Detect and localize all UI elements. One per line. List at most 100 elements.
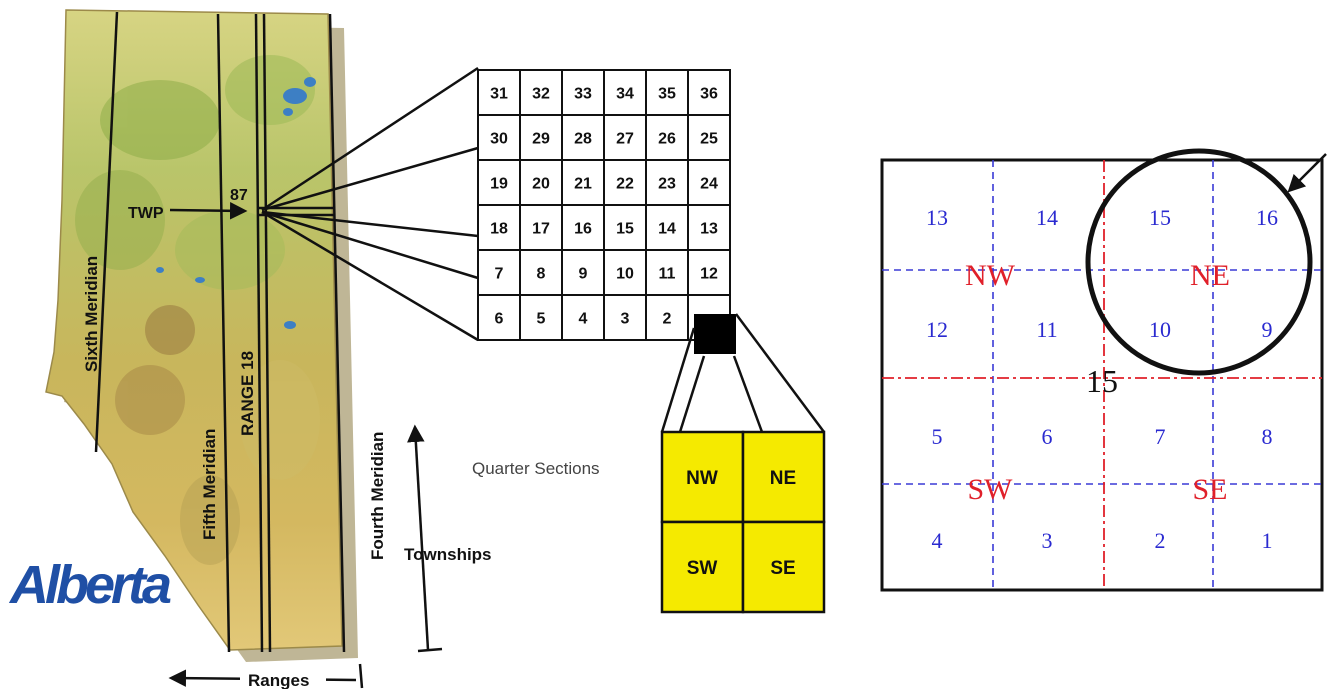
- township-section-cell: [519, 159, 563, 206]
- quarter-ne: [741, 430, 826, 524]
- quarter-ne-detail: NE: [1190, 259, 1230, 292]
- township-section-number: 13: [700, 221, 718, 238]
- lsd-number: 5: [932, 424, 943, 449]
- lsd-number: 16: [1256, 205, 1278, 230]
- fifth-meridian-label: Fifth Meridian: [200, 429, 219, 540]
- quarter-nw: [660, 430, 745, 524]
- township-section-number: 11: [659, 266, 676, 283]
- quarter-se: [741, 520, 826, 614]
- township-section-cell: [561, 204, 605, 251]
- sixth-meridian-line: [94, 11, 119, 453]
- quarter-ne-label: NE: [770, 468, 796, 489]
- township-section-cell: [477, 249, 521, 296]
- quarter-nw-detail: NW: [965, 259, 1016, 292]
- lsd-number: 6: [1042, 424, 1053, 449]
- township-section-number: 22: [616, 176, 634, 193]
- township-section-number: 28: [574, 131, 592, 148]
- lsd-grid-lines: [882, 160, 1322, 590]
- twp-arrow: [169, 202, 248, 220]
- township-section-number: 16: [574, 221, 592, 238]
- quarter-se-detail: SE: [1192, 473, 1227, 506]
- township-section-number: 30: [490, 131, 508, 148]
- township-section-cell: [645, 69, 689, 116]
- township-section-cell: [687, 204, 731, 251]
- township-section-cell: [519, 249, 563, 296]
- lsd-number: 15: [1149, 205, 1171, 230]
- twp-number: 87: [230, 187, 248, 204]
- township-section-cell: [519, 204, 563, 251]
- township-section-cell: [603, 159, 647, 206]
- township-section-number: 21: [574, 176, 592, 193]
- lakes: [156, 77, 316, 329]
- section-detail-frame: [880, 158, 1324, 592]
- section-number: 15: [1086, 363, 1118, 399]
- township-section-number: 7: [495, 266, 504, 283]
- fourth-meridian-label: Fourth Meridian: [368, 432, 387, 560]
- ranges-indicator: Ranges: [168, 663, 364, 689]
- lsd-number: 3: [1042, 528, 1053, 553]
- lsd-number: 12: [926, 317, 948, 342]
- township-section-number: 10: [616, 266, 634, 283]
- township-section-cell: [603, 249, 647, 296]
- township-section-number: 23: [658, 176, 676, 193]
- ranges-arrow-base: [358, 663, 364, 689]
- township-section-number: 9: [579, 266, 588, 283]
- quarter-grid-lines: [882, 160, 1322, 590]
- township-section-number: 34: [616, 86, 634, 103]
- township-section-number: 24: [700, 176, 718, 193]
- township-section-cell: [477, 114, 521, 161]
- township-section-number: 8: [537, 266, 546, 283]
- ranges-label: Ranges: [248, 671, 309, 689]
- township-section-cell: [603, 69, 647, 116]
- lsd-number: 11: [1036, 317, 1057, 342]
- alberta-map: Sixth Meridian Fifth Meridian RANGE 18 F…: [8, 9, 387, 662]
- townships-indicator: Townships: [404, 424, 492, 653]
- township-section-number: 5: [537, 311, 546, 328]
- township-section-number: 14: [658, 221, 676, 238]
- alberta-logo: Alberta: [8, 555, 171, 615]
- township-section-number: 27: [616, 131, 634, 148]
- townships-arrow: [407, 424, 430, 651]
- township-section-cell: [477, 159, 521, 206]
- township-section-number: 3: [621, 311, 630, 328]
- township-section-number: 26: [658, 131, 676, 148]
- quarter-sw-label: SW: [687, 558, 718, 579]
- township-section-number: 6: [495, 311, 504, 328]
- twp-label: TWP: [128, 205, 164, 222]
- quarter-sw: [660, 520, 745, 614]
- township-section-number: 29: [532, 131, 550, 148]
- lsd-number: 10: [1149, 317, 1171, 342]
- township-section-number: 20: [532, 176, 550, 193]
- range-label: RANGE 18: [238, 351, 257, 436]
- township-section-number: 19: [490, 176, 508, 193]
- pointer-arrow: [1287, 153, 1327, 193]
- township-section-cell: [603, 114, 647, 161]
- township-section-cell: [645, 204, 689, 251]
- township-section-cell: [687, 114, 731, 161]
- township-section-number: 31: [490, 86, 508, 103]
- lsd-number: 13: [926, 205, 948, 230]
- zoom-lines-township: [261, 66, 479, 342]
- lsd-number: 8: [1262, 424, 1273, 449]
- lsd-number: 7: [1155, 424, 1166, 449]
- lsd-number: 2: [1155, 528, 1166, 553]
- quarter-se-label: SE: [770, 558, 795, 579]
- range-line-left: [254, 13, 264, 653]
- townships-label: Townships: [404, 545, 492, 564]
- township-section-number: 32: [532, 86, 550, 103]
- township-section-number: 12: [700, 266, 718, 283]
- township-section-cell: [603, 294, 647, 341]
- range-line-right: [262, 13, 272, 653]
- township-section-number: 15: [616, 221, 634, 238]
- quarter-sections-grid: NW NE SW SE: [660, 430, 826, 614]
- township-section-cell: [645, 294, 689, 341]
- quarter-nw-label: NW: [686, 468, 718, 489]
- fourth-meridian-line: [328, 13, 346, 653]
- lsd-number: 4: [932, 528, 943, 553]
- quarter-sections-label: Quarter Sections: [472, 459, 600, 478]
- fifth-meridian-line: [216, 13, 231, 653]
